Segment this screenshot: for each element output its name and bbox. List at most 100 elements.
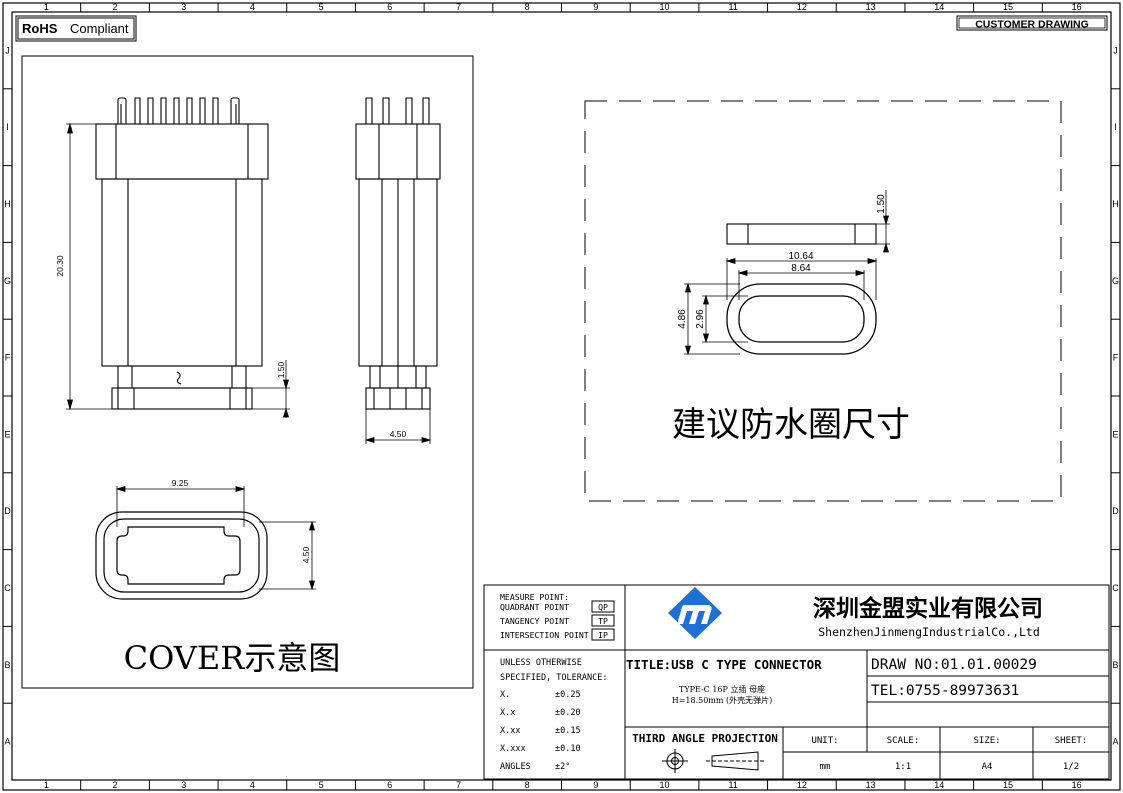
column-label-top: 16 bbox=[1072, 2, 1082, 12]
gasket-width-dimensions bbox=[725, 257, 878, 300]
tol-key-3: X.xxx bbox=[500, 744, 526, 754]
tol-val-3: ±0.10 bbox=[555, 744, 581, 754]
height-dimension bbox=[66, 122, 112, 411]
column-label-bottom: 15 bbox=[1003, 780, 1013, 790]
column-label-top: 11 bbox=[729, 2, 738, 12]
thickness-dimension bbox=[876, 190, 890, 253]
column-label-bottom: 1 bbox=[44, 780, 49, 790]
tolerance-block: UNLESS OTHERWISE SPECIFIED, TOLERANCE: X… bbox=[500, 658, 607, 772]
column-label-top: 9 bbox=[593, 2, 598, 12]
row-label-left: A bbox=[4, 737, 10, 747]
gasket-view-panel bbox=[584, 100, 1062, 502]
tol-val-0: ±0.25 bbox=[555, 690, 581, 700]
cover-caption: COVER示意图 bbox=[124, 639, 341, 677]
dim-cover-height-label: 4.50 bbox=[301, 546, 311, 563]
connector-side-view bbox=[355, 97, 441, 410]
row-label-right: I bbox=[1114, 122, 1117, 132]
column-label-bottom: 13 bbox=[866, 780, 876, 790]
dim-outer-width-label: 10.64 bbox=[788, 251, 813, 262]
drawing-type: CUSTOMER DRAWING bbox=[975, 19, 1089, 31]
measure-label-ip: INTERSECTION POINT bbox=[500, 630, 589, 640]
column-label-top: 3 bbox=[181, 2, 186, 12]
column-label-top: 7 bbox=[456, 2, 461, 12]
measure-label-qp: QUADRANT POINT bbox=[500, 602, 569, 612]
company-logo bbox=[668, 587, 722, 639]
row-label-right: E bbox=[1112, 429, 1118, 439]
column-label-top: 2 bbox=[113, 2, 118, 12]
column-label-bottom: 16 bbox=[1072, 780, 1082, 790]
spec-cells: UNIT: mm SCALE: 1:1 SIZE: A4 SHEET: 1/2 bbox=[811, 736, 1087, 772]
column-label-bottom: 5 bbox=[319, 780, 324, 790]
row-label-right: A bbox=[1112, 737, 1118, 747]
tolerance-heading-2: SPECIFIED, TOLERANCE: bbox=[500, 673, 607, 683]
column-label-top: 8 bbox=[525, 2, 530, 12]
row-label-left: J bbox=[5, 45, 10, 55]
gasket-height-dimensions bbox=[684, 282, 748, 356]
company-name-en: ShenzhenJinmengIndustrialCo.,Ltd bbox=[818, 625, 1040, 639]
draw-number: DRAW NO:01.01.00029 bbox=[871, 657, 1037, 673]
dim-pin-step-label: 1.50 bbox=[276, 361, 286, 378]
drawing-type-badge: CUSTOMER DRAWING bbox=[956, 15, 1108, 31]
row-label-right: C bbox=[1112, 583, 1119, 593]
zone-ticks bbox=[3, 3, 1120, 790]
column-label-top: 5 bbox=[319, 2, 324, 12]
measure-code-ip: IP bbox=[598, 630, 608, 640]
tol-key-1: X.x bbox=[500, 708, 515, 718]
measure-label-tp: TANGENCY POINT bbox=[500, 616, 569, 626]
drawing-subtitle-1: TYPE-C 16P 立插 母座 bbox=[679, 684, 765, 694]
scale-value: 1:1 bbox=[895, 762, 911, 772]
tol-key-0: X. bbox=[500, 690, 510, 700]
row-label-right: F bbox=[1113, 353, 1119, 363]
sheet-value: 1/2 bbox=[1063, 762, 1079, 772]
tol-key-4: ANGLES bbox=[500, 762, 531, 772]
column-label-top: 15 bbox=[1003, 2, 1013, 12]
row-label-right: D bbox=[1112, 506, 1119, 516]
measure-code-qp: QP bbox=[598, 602, 608, 612]
gasket-side-view bbox=[726, 223, 877, 245]
column-label-top: 6 bbox=[387, 2, 392, 12]
rohs-bold: RoHS bbox=[22, 21, 58, 36]
company-name-cn: 深圳金盟实业有限公司 bbox=[813, 595, 1043, 621]
column-label-bottom: 4 bbox=[250, 780, 255, 790]
tol-key-2: X.xx bbox=[500, 726, 520, 736]
telephone: TEL:0755-89973631 bbox=[871, 683, 1019, 699]
column-label-bottom: 8 bbox=[525, 780, 530, 790]
column-label-top: 12 bbox=[797, 2, 807, 12]
row-label-left: G bbox=[4, 276, 11, 286]
pin-step-dimension bbox=[246, 360, 290, 418]
measure-heading: MEASURE POINT: bbox=[500, 592, 569, 602]
connector-front-view bbox=[95, 97, 269, 410]
column-label-bottom: 10 bbox=[660, 780, 670, 790]
column-labels: 1122334455667788991010111112121313141415… bbox=[44, 2, 1082, 790]
tolerance-heading-1: UNLESS OTHERWISE bbox=[500, 658, 582, 668]
row-label-left: F bbox=[5, 353, 11, 363]
row-label-left: C bbox=[4, 583, 11, 593]
row-label-left: H bbox=[4, 199, 11, 209]
column-label-bottom: 9 bbox=[593, 780, 598, 790]
cover-view-panel bbox=[21, 55, 474, 689]
rohs-badge: RoHS Compliant bbox=[15, 15, 137, 42]
cover-height-dimension bbox=[259, 520, 316, 591]
column-label-bottom: 6 bbox=[387, 780, 392, 790]
unit-value: mm bbox=[820, 762, 831, 772]
row-label-right: G bbox=[1112, 276, 1119, 286]
dim-side-width-label: 4.50 bbox=[390, 429, 407, 439]
dim-inner-width-label: 8.64 bbox=[791, 263, 811, 274]
column-label-bottom: 2 bbox=[113, 780, 118, 790]
tol-val-2: ±0.15 bbox=[555, 726, 581, 736]
measure-code-tp: TP bbox=[598, 616, 608, 626]
drawing-subtitle-2: H=18.50mm (外壳无弹片) bbox=[672, 695, 773, 705]
tol-val-1: ±0.20 bbox=[555, 708, 581, 718]
dim-inner-height-label: 2.96 bbox=[695, 309, 706, 329]
column-label-bottom: 7 bbox=[456, 780, 461, 790]
cover-top-view bbox=[95, 511, 268, 600]
sheet-label: SHEET: bbox=[1055, 736, 1088, 746]
tol-val-4: ±2° bbox=[555, 762, 570, 772]
side-width-dimension bbox=[364, 409, 432, 444]
row-label-right: J bbox=[1113, 45, 1118, 55]
row-label-left: D bbox=[4, 506, 11, 516]
projection-label: THIRD ANGLE PROJECTION bbox=[632, 732, 778, 745]
column-label-top: 10 bbox=[660, 2, 670, 12]
